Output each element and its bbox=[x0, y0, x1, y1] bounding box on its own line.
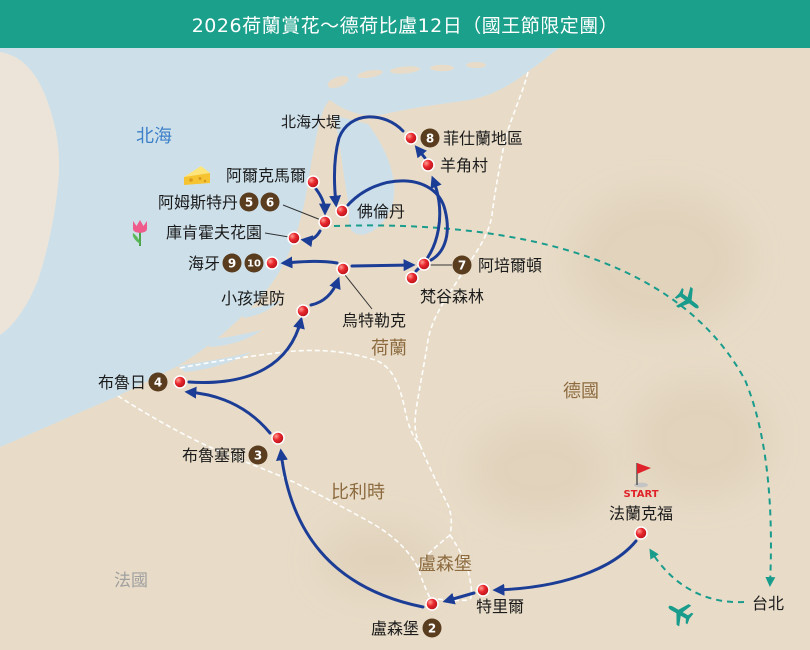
page-title: 2026荷蘭賞花～德荷比盧12日（國王節限定團） bbox=[191, 14, 619, 37]
day-badge-number: 6 bbox=[266, 195, 274, 209]
route-alkmaar-amsterdam bbox=[314, 187, 331, 216]
route-utrecht-hague bbox=[280, 256, 339, 269]
route-amsterdam-keukenhof bbox=[300, 229, 322, 248]
pin-utrecht bbox=[336, 262, 350, 276]
label-giethoorn: 羊角村 bbox=[440, 156, 488, 175]
label-belgium: 比利時 bbox=[331, 482, 385, 503]
label-volendam: 佛倫丹 bbox=[357, 202, 405, 221]
label-frankfurt: 法蘭克福 bbox=[609, 504, 673, 523]
day-badge-number: 4 bbox=[154, 375, 162, 389]
label-taipei: 台北 bbox=[752, 594, 784, 613]
route-utrecht-apeldoorn bbox=[350, 259, 416, 272]
label-kinderdijk: 小孩堤防 bbox=[221, 289, 285, 308]
day-badge-number: 8 bbox=[426, 131, 434, 145]
pin-keukenhof bbox=[287, 231, 301, 245]
leader-utrecht bbox=[344, 274, 373, 310]
label-germany: 德國 bbox=[563, 381, 599, 402]
leader-keukenhof bbox=[264, 232, 290, 238]
pin-hague bbox=[265, 256, 279, 270]
label-north-sea: 北海 bbox=[136, 126, 172, 147]
pin-volendam bbox=[335, 204, 349, 218]
day-badge: 3 bbox=[248, 445, 268, 465]
label-utrecht: 烏特勒克 bbox=[342, 311, 406, 330]
label-luxembourg-city: 盧森堡 bbox=[371, 619, 419, 638]
day-badge: 2 bbox=[422, 618, 442, 638]
title-bar: 2026荷蘭賞花～德荷比盧12日（國王節限定團） bbox=[0, 0, 810, 48]
pin-hoge-veluwe bbox=[405, 271, 419, 285]
flight-amsterdam-taipei bbox=[333, 224, 776, 587]
route-luxembourg-brussels bbox=[276, 448, 425, 609]
pin-friesland bbox=[404, 131, 418, 145]
day-badge: 9 bbox=[222, 253, 242, 273]
day-badge: 4 bbox=[148, 372, 168, 392]
pin-bruges bbox=[173, 375, 187, 389]
pin-frankfurt bbox=[634, 526, 648, 540]
label-keukenhof: 庫肯霍夫花園 bbox=[166, 223, 262, 242]
label-afsluitdijk: 北海大堤 bbox=[281, 113, 341, 131]
route-frankfurt-trier bbox=[492, 539, 638, 596]
pin-alkmaar bbox=[306, 175, 320, 189]
day-badge-number: 9 bbox=[228, 256, 236, 270]
tulip-icon bbox=[132, 220, 147, 246]
route-kinderdijk-utrecht bbox=[309, 276, 341, 307]
label-apeldoorn: 阿培爾頓 bbox=[478, 256, 542, 275]
pin-amsterdam bbox=[318, 215, 332, 229]
label-friesland: 菲仕蘭地區 bbox=[443, 129, 523, 148]
flight-taipei-frankfurt bbox=[649, 548, 745, 604]
label-france: 法國 bbox=[114, 571, 148, 591]
label-hague: 海牙 bbox=[188, 254, 220, 273]
route-bruges-kinderdijk bbox=[187, 316, 305, 384]
label-luxembourg-country: 盧森堡 bbox=[418, 554, 472, 575]
route-brussels-bruges bbox=[184, 386, 272, 435]
start-flag-icon bbox=[634, 463, 651, 488]
day-badge-number: 2 bbox=[428, 621, 436, 635]
day-badge: 10 bbox=[244, 253, 264, 273]
pin-giethoorn bbox=[421, 158, 435, 172]
label-amsterdam: 阿姆斯特丹 bbox=[158, 193, 238, 212]
route-volendam-veluwe bbox=[346, 179, 449, 262]
label-brussels: 布魯塞爾 bbox=[182, 446, 246, 465]
label-hoge-veluwe: 梵谷森林 bbox=[420, 287, 484, 306]
frisian-islands bbox=[327, 62, 486, 89]
terrain-shading bbox=[320, 190, 770, 595]
day-badge: 8 bbox=[420, 128, 440, 148]
cheese-icon bbox=[184, 166, 210, 185]
label-alkmaar: 阿爾克馬爾 bbox=[226, 166, 306, 185]
label-trier: 特里爾 bbox=[476, 597, 524, 616]
label-netherlands: 荷蘭 bbox=[371, 338, 407, 359]
day-badge-number: 7 bbox=[458, 258, 466, 272]
pin-trier bbox=[476, 583, 490, 597]
pin-luxembourg bbox=[425, 597, 439, 611]
route-friesland-afsluitdijk bbox=[329, 115, 405, 208]
day-badge: 7 bbox=[452, 255, 472, 275]
city-pins bbox=[173, 131, 648, 611]
day-badge-number: 10 bbox=[247, 259, 261, 270]
start-label: START bbox=[623, 489, 658, 500]
afsluitdijk-dike bbox=[332, 112, 370, 125]
airplane-icon bbox=[668, 604, 694, 627]
day-badge: 5 bbox=[239, 192, 259, 212]
label-bruges: 布魯日 bbox=[98, 373, 146, 392]
pin-kinderdijk bbox=[296, 304, 310, 318]
airplane-icon bbox=[674, 286, 699, 309]
route-trier-luxembourg bbox=[442, 591, 476, 605]
pin-apeldoorn bbox=[417, 257, 431, 271]
leader-amsterdam bbox=[282, 204, 322, 221]
day-badge-number: 5 bbox=[245, 195, 253, 209]
pin-brussels bbox=[271, 431, 285, 445]
day-badge-number: 3 bbox=[254, 448, 262, 462]
route-giethoorn-friesland bbox=[414, 145, 427, 160]
day-badge: 6 bbox=[260, 192, 280, 212]
continent-landmass bbox=[0, 48, 810, 650]
england-landmass bbox=[0, 52, 60, 335]
